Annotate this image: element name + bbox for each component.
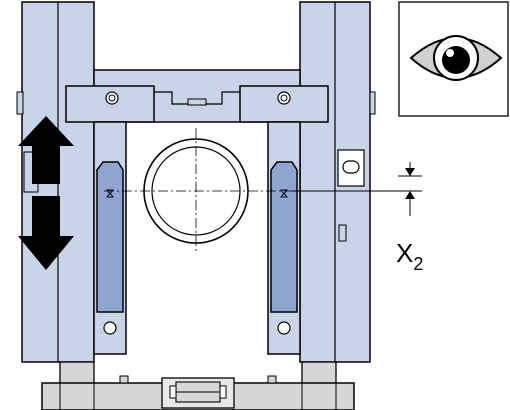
- dimension-label: X2: [396, 238, 423, 274]
- top-clamp-block: [65, 69, 329, 123]
- eye-icon: [409, 35, 503, 81]
- left-slot-plate: [93, 121, 127, 355]
- dimension-label-subscript: 2: [413, 254, 423, 274]
- right-slot-plate: [267, 121, 301, 355]
- round-workpiece: [104, 128, 292, 254]
- lower-legs: [59, 361, 337, 385]
- up-down-arrow-icon: [18, 116, 74, 270]
- dimension-label-main: X: [396, 238, 413, 268]
- dimension-x2-marker: [398, 162, 422, 216]
- base-plate: [41, 375, 355, 410]
- right-pillar: [299, 1, 376, 363]
- reference-line: [106, 189, 422, 198]
